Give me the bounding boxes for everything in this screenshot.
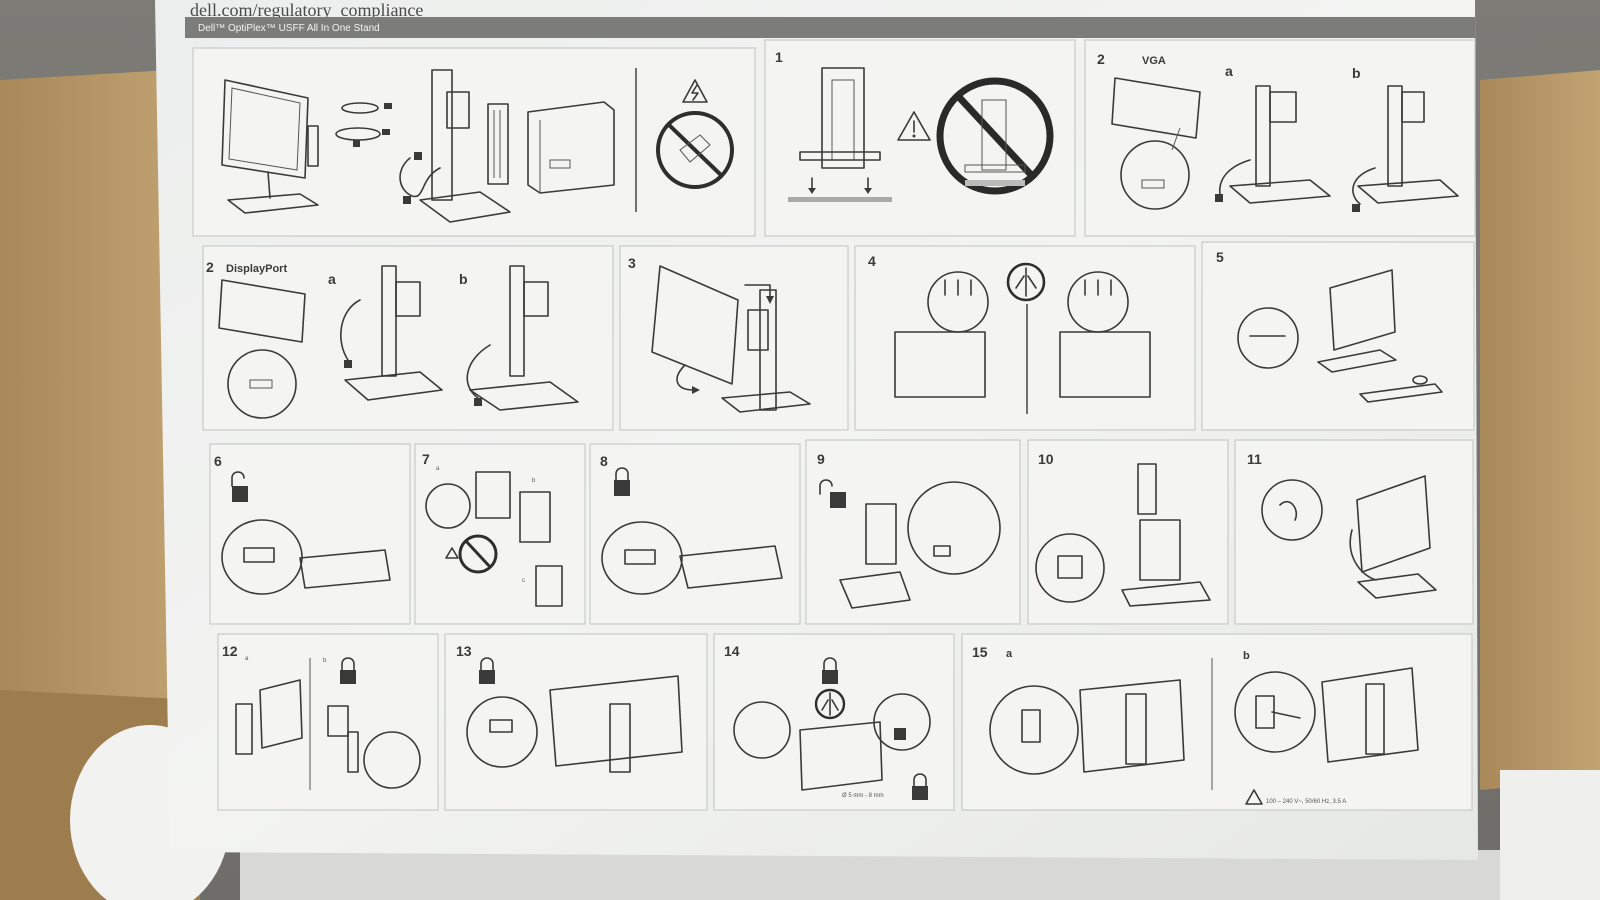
panel-step-11 xyxy=(1234,439,1474,625)
step-2-vga-sub-b: b xyxy=(1352,65,1361,81)
step-5-number: 5 xyxy=(1216,249,1224,265)
step-8-illustration xyxy=(601,521,783,595)
product-band-label: Dell™ OptiPlex™ USFF All In One Stand xyxy=(198,23,380,34)
step-2-vga-sub-a: a xyxy=(1225,63,1233,79)
step-7-number: 7 xyxy=(422,451,430,467)
step-11-number: 11 xyxy=(1247,451,1262,467)
step-3-number: 3 xyxy=(628,255,636,271)
step-5-illustration xyxy=(1237,269,1443,403)
no-press-icon-2 xyxy=(814,688,846,720)
step-15-sub-b: b xyxy=(1243,650,1250,662)
lock-icon xyxy=(614,467,630,496)
unlock-icon xyxy=(231,471,248,502)
lock-icon-5 xyxy=(912,773,928,800)
step-15-illustration xyxy=(989,667,1419,775)
panel-step-5 xyxy=(1201,241,1475,431)
caution-icon-2 xyxy=(1245,789,1263,805)
step-9-illustration xyxy=(839,481,1001,609)
no-lift-icon xyxy=(936,77,1054,195)
panel-step-1 xyxy=(764,39,1076,237)
step-15-sub-a: a xyxy=(1006,648,1013,660)
panel-step-6 xyxy=(209,443,411,625)
step-1-illustration xyxy=(788,67,892,202)
step-7-sub-b: b xyxy=(532,478,536,484)
lock-icon-4 xyxy=(822,657,838,684)
panel-step-10 xyxy=(1027,439,1229,625)
panel-step-2-displayport xyxy=(202,245,614,431)
electric-warning-icon xyxy=(682,79,708,103)
lock-icon-2 xyxy=(340,657,356,684)
panel-step-3 xyxy=(619,245,849,431)
regulatory-url: dell.com/regulatory_compliance xyxy=(190,0,423,20)
step-3-illustration xyxy=(651,265,811,413)
step-12-sub-a: a xyxy=(245,656,249,662)
step-2-dp-sub-a: a xyxy=(328,271,336,287)
step-15-number: 15 xyxy=(972,644,988,660)
cardboard-box-right xyxy=(1480,70,1600,790)
panel-step-15 xyxy=(961,633,1473,811)
step-12-number: 12 xyxy=(222,643,238,659)
step-10-illustration xyxy=(1035,463,1211,607)
panel-step-8 xyxy=(589,443,801,625)
panel-overview xyxy=(192,47,756,237)
panel-step-7 xyxy=(414,443,586,625)
step-12-sub-b: b xyxy=(323,658,327,664)
lock-icon-3 xyxy=(479,657,495,684)
step-4-illustration xyxy=(894,271,1151,398)
step-14-illustration xyxy=(733,693,931,791)
step-2-vga-illustration xyxy=(1111,77,1459,212)
product-band xyxy=(185,17,1475,38)
step-6-illustration xyxy=(221,519,391,595)
step-10-number: 10 xyxy=(1038,451,1054,467)
step-8-number: 8 xyxy=(600,453,608,469)
step-12-illustration xyxy=(235,679,421,789)
step-2-dp-label: DisplayPort xyxy=(226,263,287,275)
foam-packing-right xyxy=(1500,770,1600,900)
no-press-icon xyxy=(1006,262,1046,302)
step-13-illustration xyxy=(466,675,683,773)
step-7-sub-c: c xyxy=(522,578,525,584)
lock-size-note: Ø 5 mm - 8 mm xyxy=(842,793,884,799)
step-2-vga-label: VGA xyxy=(1142,55,1166,67)
step-9-number: 9 xyxy=(817,451,825,467)
step-2-dp-number: 2 xyxy=(206,259,214,275)
step-2-dp-sub-b: b xyxy=(459,271,468,287)
no-touch-icon xyxy=(656,111,734,189)
cardboard-box-left xyxy=(0,70,200,860)
step-11-illustration xyxy=(1261,475,1437,599)
panel-step-9 xyxy=(805,439,1021,625)
step-7-sub-a: a xyxy=(436,466,440,472)
caution-icon xyxy=(897,111,931,141)
panel-step-4 xyxy=(854,245,1196,431)
step-2-dp-illustration xyxy=(218,265,579,419)
step-6-number: 6 xyxy=(214,453,222,469)
overview-illustration xyxy=(221,69,615,223)
step-14-number: 14 xyxy=(724,643,740,659)
step-13-number: 13 xyxy=(456,643,472,659)
panel-step-2-vga xyxy=(1084,39,1476,237)
panel-step-14 xyxy=(713,633,955,811)
step-1-number: 1 xyxy=(775,49,783,65)
step-2-vga-number: 2 xyxy=(1097,51,1105,67)
panel-step-13 xyxy=(444,633,708,811)
power-rating-note: 100 – 240 V~, 50/60 Hz, 3.5 A xyxy=(1266,799,1346,805)
unlock-icon-2 xyxy=(819,479,846,508)
step-4-number: 4 xyxy=(868,253,876,269)
step-7-illustration xyxy=(425,471,563,607)
